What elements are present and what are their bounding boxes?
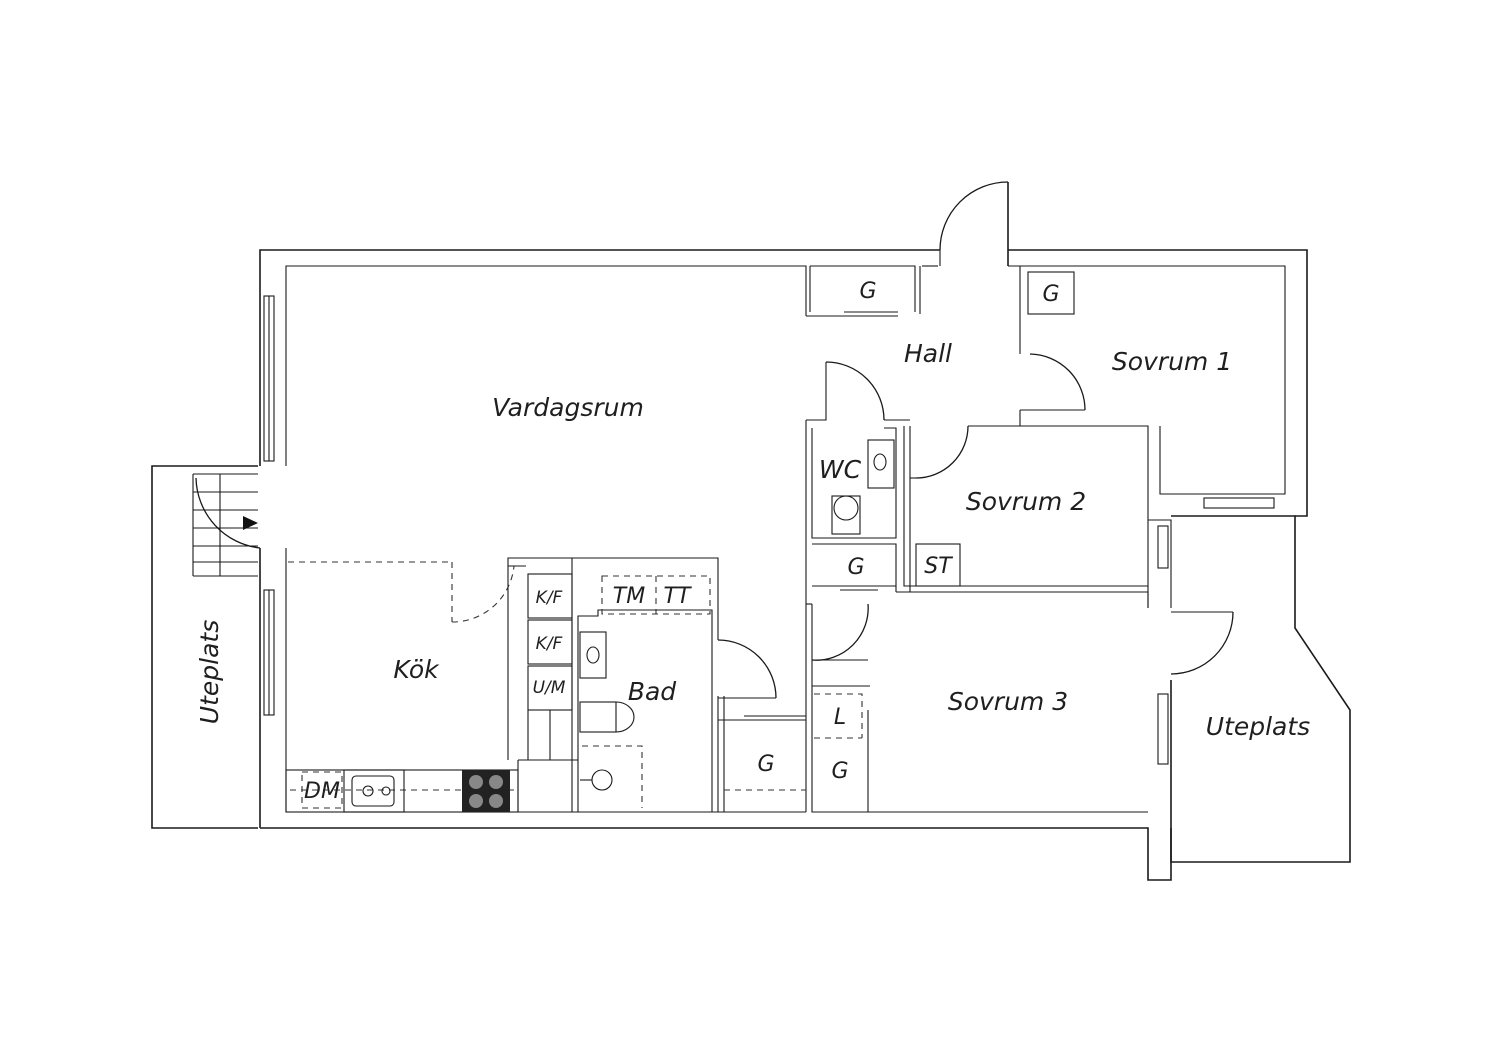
- room-label-hall: Hall: [904, 339, 952, 368]
- shower-icon: [591, 769, 613, 791]
- closet-label-st: ST: [924, 554, 953, 579]
- washbasin-icon: [579, 631, 607, 679]
- closet-label-l: L: [834, 705, 846, 730]
- room-label-vardagsrum: Vardagsrum: [492, 393, 644, 422]
- room-label-kok: Kök: [393, 655, 440, 684]
- appliance-label-tt: TT: [664, 584, 692, 609]
- room-label-uteplats-left: Uteplats: [195, 620, 224, 724]
- closet-label-g-hall-lower: G: [847, 555, 864, 580]
- sovrum3-walls: [806, 543, 1149, 813]
- appliance-label-kf1: K/F: [536, 588, 563, 608]
- wc: [805, 361, 910, 604]
- kitchen-bath-walls: [285, 557, 807, 813]
- appliance-label-tm: TM: [613, 584, 645, 609]
- closet-label-g-sovrum1: G: [1042, 282, 1059, 307]
- stove-icon: [462, 770, 510, 812]
- closet-label-g-sovrum3: G: [831, 759, 848, 784]
- right-windows: [1147, 497, 1275, 765]
- entrance-arrow-icon: [243, 516, 258, 530]
- appliance-label-dm: DM: [304, 779, 340, 804]
- room-label-sovrum1: Sovrum 1: [1112, 347, 1232, 376]
- room-label-sovrum3: Sovrum 3: [948, 687, 1068, 716]
- outer-walls: [259, 249, 1308, 881]
- left-terrace: [151, 465, 261, 829]
- room-label-wc: WC: [819, 455, 862, 484]
- washbasin-icon: [867, 439, 895, 489]
- room-label-sovrum2: Sovrum 2: [966, 487, 1086, 516]
- right-terrace: [1170, 515, 1351, 863]
- closet-sovrum1: [1027, 271, 1075, 315]
- hall-walls: [919, 181, 1086, 426]
- appliance-label-um: U/M: [533, 678, 566, 698]
- room-label-bad: Bad: [628, 677, 676, 706]
- room-label-uteplats-right: Uteplats: [1206, 712, 1310, 741]
- appliance-label-kf2: K/F: [536, 634, 563, 654]
- toilet-icon: [579, 701, 617, 733]
- closet-label-g-top: G: [859, 279, 876, 304]
- left-windows: [263, 295, 275, 716]
- closet-top: [806, 265, 916, 317]
- sink-icon: [351, 775, 395, 807]
- closet-label-g-corridor: G: [757, 752, 774, 777]
